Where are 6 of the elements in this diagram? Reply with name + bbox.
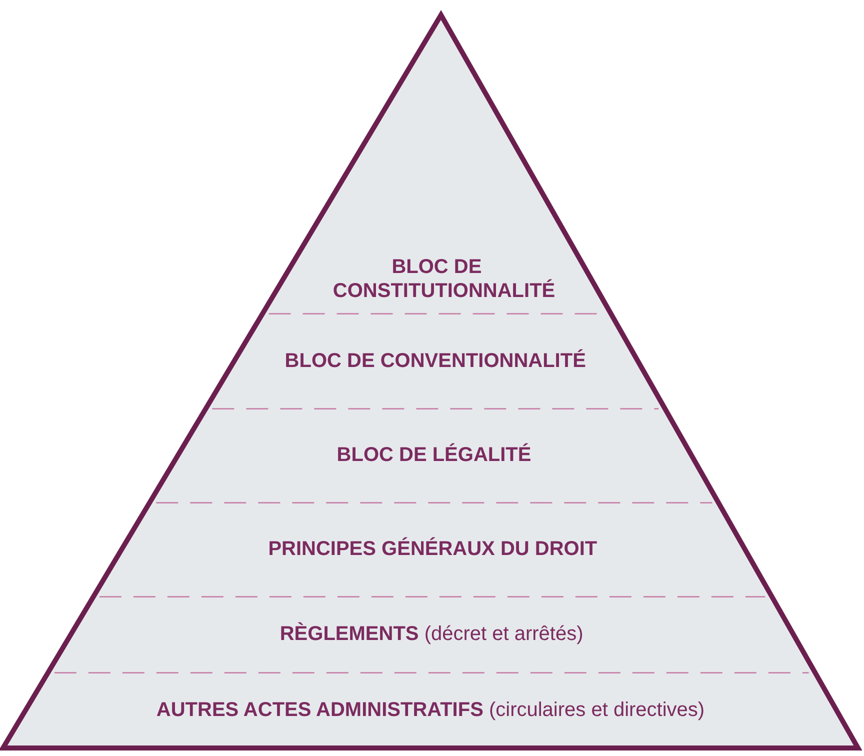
tier-label: AUTRES ACTES ADMINISTRATIFS (circulaires et directives)	[155, 698, 706, 722]
tier-label: PRINCIPES GÉNÉRAUX DU DROIT	[267, 537, 598, 561]
tier-label: BLOC DE CONSTITUTIONNALITÉ	[332, 255, 556, 303]
tier-label: BLOC DE LÉGALITÉ	[336, 443, 532, 467]
tier-label: RÈGLEMENTS (décret et arrêtés)	[278, 622, 584, 646]
tier-label: BLOC DE CONVENTIONNALITÉ	[284, 348, 587, 372]
